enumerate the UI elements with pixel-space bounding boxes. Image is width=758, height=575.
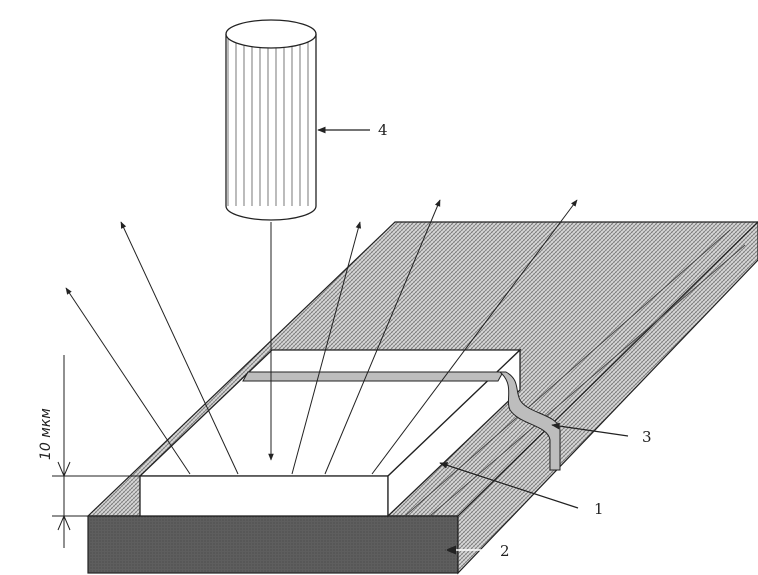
callout-arrow-1	[439, 462, 579, 509]
beam-source-cylinder	[225, 19, 317, 221]
emitted-rays	[65, 199, 578, 475]
film-front-face	[139, 475, 389, 517]
ray-5	[371, 199, 578, 475]
ray-3	[291, 221, 362, 475]
conductor-lead	[498, 371, 561, 471]
film-side-face	[387, 348, 521, 518]
callout-arrow-3	[551, 422, 629, 437]
substrate-groove	[404, 229, 746, 517]
ray-2	[120, 221, 239, 475]
conductor-strip	[242, 371, 504, 382]
thickness-scale	[52, 355, 140, 548]
callout-label-3: 3	[642, 428, 652, 446]
substrate-front-face	[87, 515, 459, 574]
callout-label-4: 4	[378, 121, 388, 139]
callout-label-1: 1	[594, 500, 604, 518]
callout-label-2: 2	[500, 542, 510, 560]
scale-label: 10 мкм	[38, 408, 54, 460]
ray-4	[324, 199, 441, 475]
ray-1	[65, 287, 191, 475]
